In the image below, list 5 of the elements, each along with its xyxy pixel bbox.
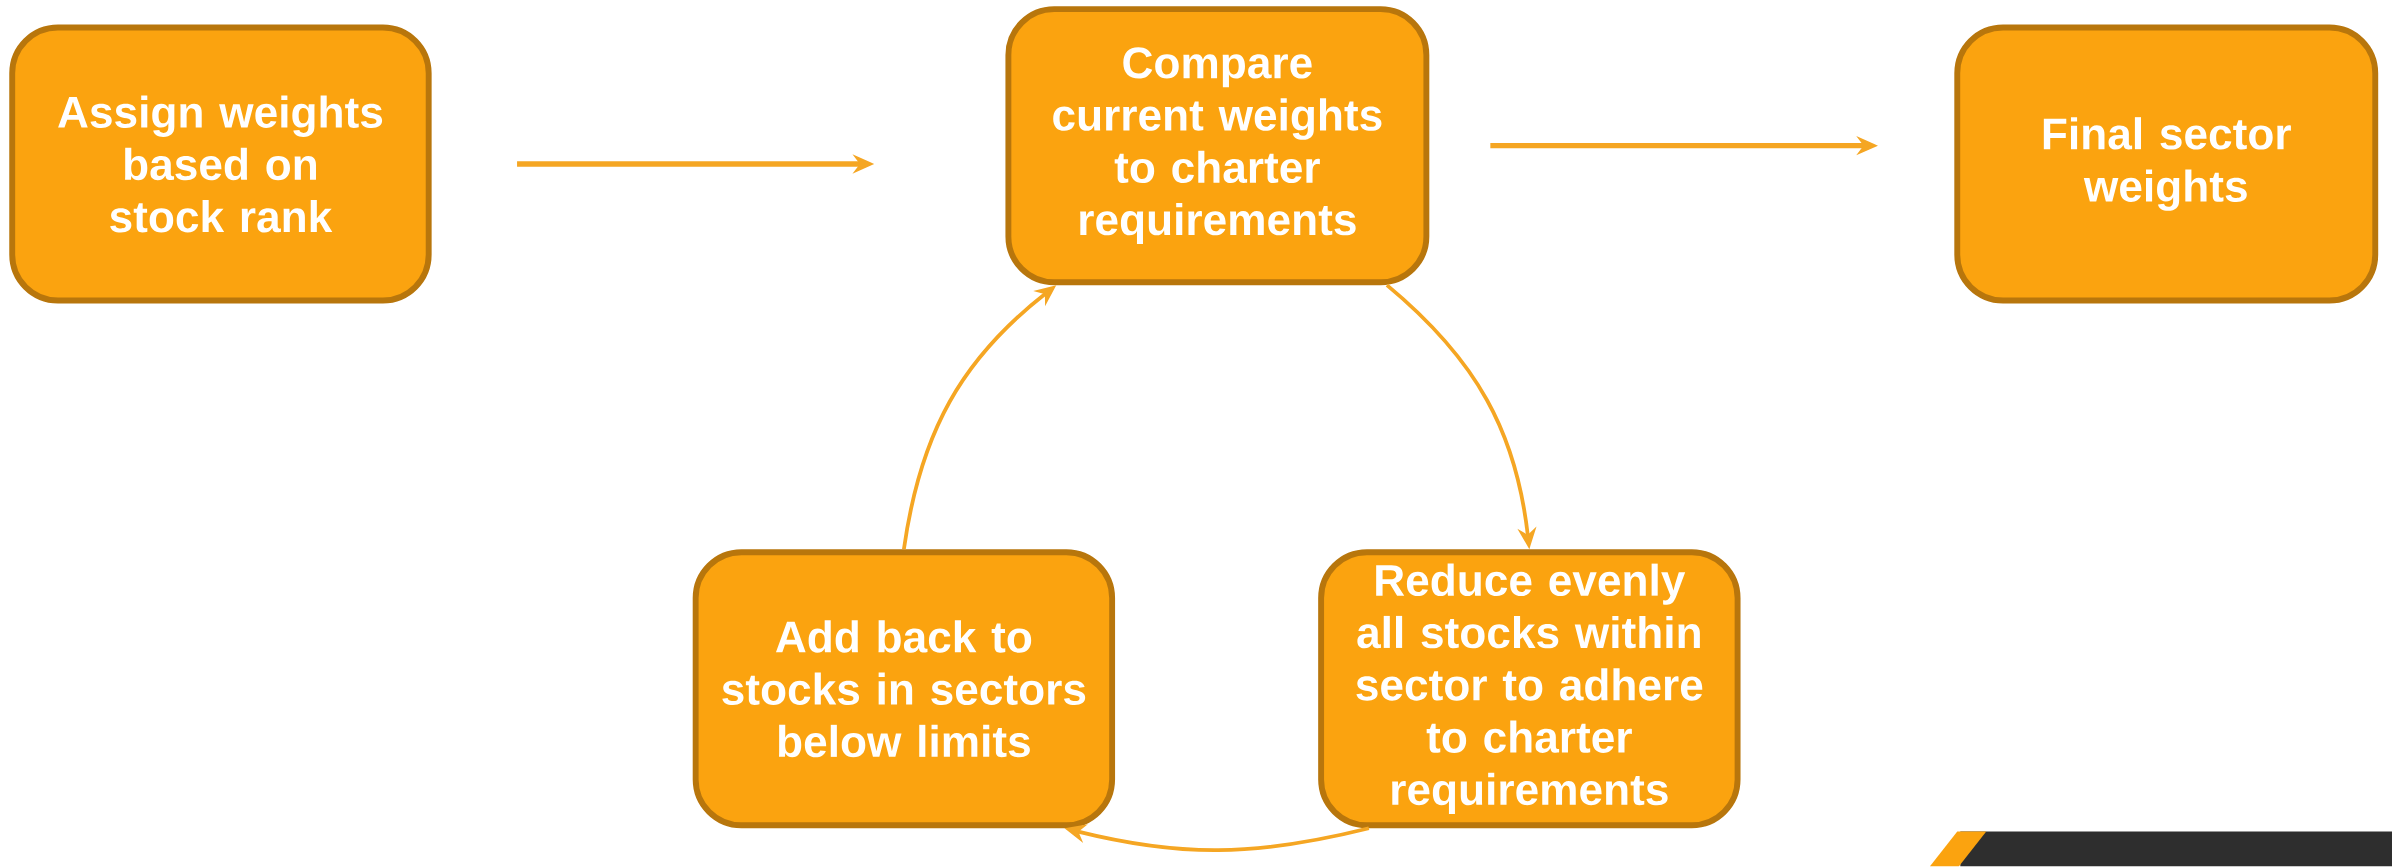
process-box: Assign weights based on stock rank	[9, 24, 432, 304]
process-box: Add back to stocks in sectors below limits	[692, 549, 1116, 829]
process-box: Compare current weights to charter requirements	[1005, 6, 1430, 286]
process-box: Final sector weights	[1954, 24, 2379, 304]
process-box: Reduce evenly all stocks within sector to adhere to charter requirements	[1318, 549, 1741, 829]
